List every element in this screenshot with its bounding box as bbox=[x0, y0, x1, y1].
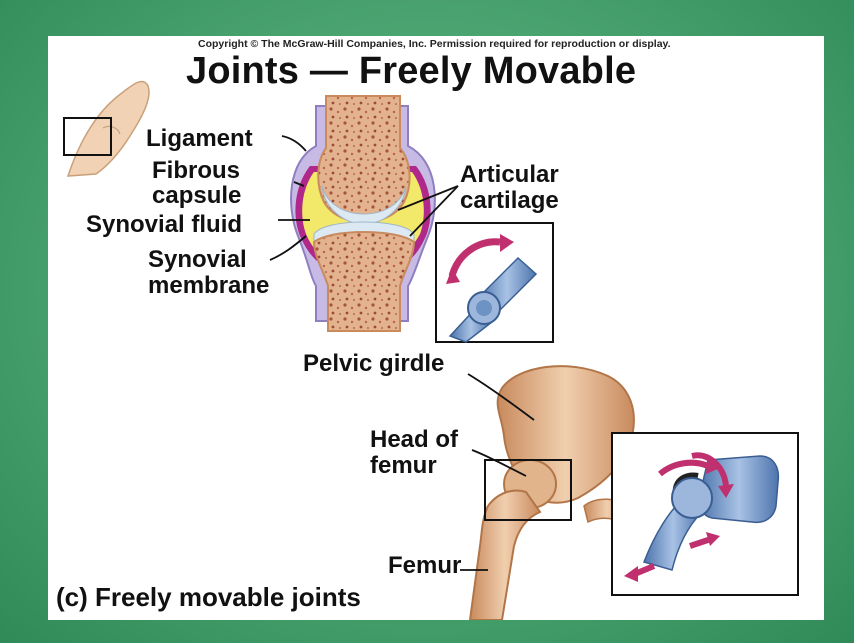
ball-and-socket-model bbox=[611, 432, 799, 596]
joint-illustration bbox=[63, 80, 799, 620]
hip-joint-illustration bbox=[468, 365, 635, 620]
synovial-joint-section bbox=[290, 95, 436, 332]
page-title: Joints — Freely Movable bbox=[186, 50, 637, 92]
finger-thumbnail bbox=[63, 80, 150, 177]
leader-lines-top bbox=[269, 135, 459, 261]
label-articular-cartilage-line1: Articular bbox=[460, 161, 559, 188]
hinge-joint-model bbox=[435, 222, 554, 343]
label-fibrous-capsule-line1: Fibrous bbox=[152, 157, 240, 184]
label-synovial-membrane-line1: Synovial bbox=[148, 246, 247, 273]
label-femur: Femur bbox=[388, 552, 462, 579]
label-articular-cartilage-line2: cartilage bbox=[460, 187, 559, 214]
label-synovial-membrane-line2: membrane bbox=[148, 272, 270, 299]
label-head-of-femur-line2: femur bbox=[370, 452, 437, 479]
diagram-slide: Copyright © The McGraw-Hill Companies, I… bbox=[48, 36, 824, 620]
label-fibrous-capsule-line2: capsule bbox=[152, 182, 242, 209]
label-head-of-femur-line1: Head of bbox=[370, 426, 459, 453]
figure-caption: (c) Freely movable joints bbox=[56, 582, 361, 612]
copyright-notice: Copyright © The McGraw-Hill Companies, I… bbox=[198, 38, 671, 50]
label-pelvic-girdle: Pelvic girdle bbox=[303, 350, 445, 377]
label-synovial-fluid: Synovial fluid bbox=[86, 211, 243, 238]
label-ligament: Ligament bbox=[146, 125, 253, 152]
leader-lines-bottom bbox=[460, 373, 535, 571]
